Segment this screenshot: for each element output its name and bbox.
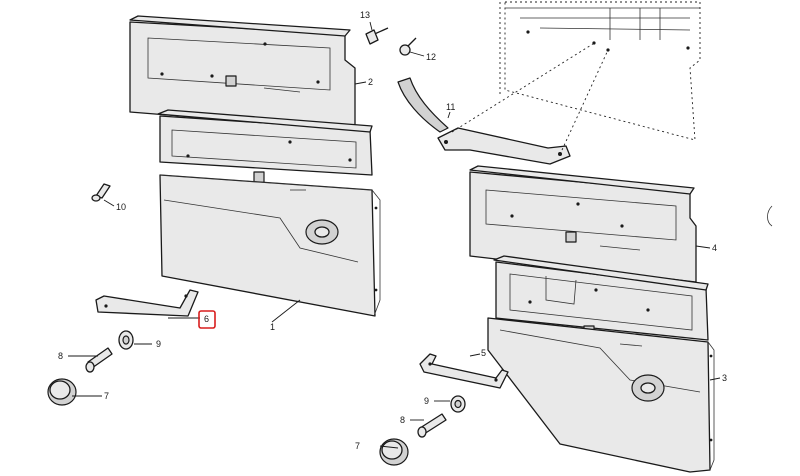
callout-8-left: 8 [58,351,63,361]
callout-8-right: 8 [400,415,405,425]
screw-left [85,347,113,373]
callout-6: 6 [204,314,209,324]
rivet-fastener [365,27,389,45]
check-strap [397,41,610,165]
callout-9-right: 9 [424,396,429,406]
cover-cap-right [379,438,409,466]
scan-mark [767,205,773,227]
callout-5: 5 [481,348,486,358]
door-card-front-right [487,255,715,473]
bracket-right [419,353,509,389]
cover-cap-left [47,378,77,406]
callout-2: 2 [368,77,373,87]
callout-9-left: 9 [156,339,161,349]
callout-7-right: 7 [355,441,360,451]
bracket-left [95,289,199,317]
retaining-clip-left [118,330,134,350]
callout-labels: 2 1 4 3 5 6 7 7 8 8 9 9 10 11 12 13 [58,10,727,451]
callout-1: 1 [270,322,275,332]
callout-10: 10 [116,202,126,212]
callout-12: 12 [426,52,436,62]
callout-4: 4 [712,243,717,253]
screw-fastener [399,37,417,56]
screw-10 [91,183,111,202]
vehicle-body-section [499,1,701,141]
door-card-back-right [469,165,697,283]
leader-lines [68,21,721,449]
callout-11: 11 [446,102,455,112]
screw-right [417,413,447,438]
callout-7-left: 7 [104,391,109,401]
highlight-box [198,310,216,329]
door-card-back-left [129,15,356,131]
callout-13: 13 [360,10,370,20]
retaining-clip-right [450,395,466,413]
callout-3: 3 [722,373,727,383]
door-card-front-left [157,109,381,317]
